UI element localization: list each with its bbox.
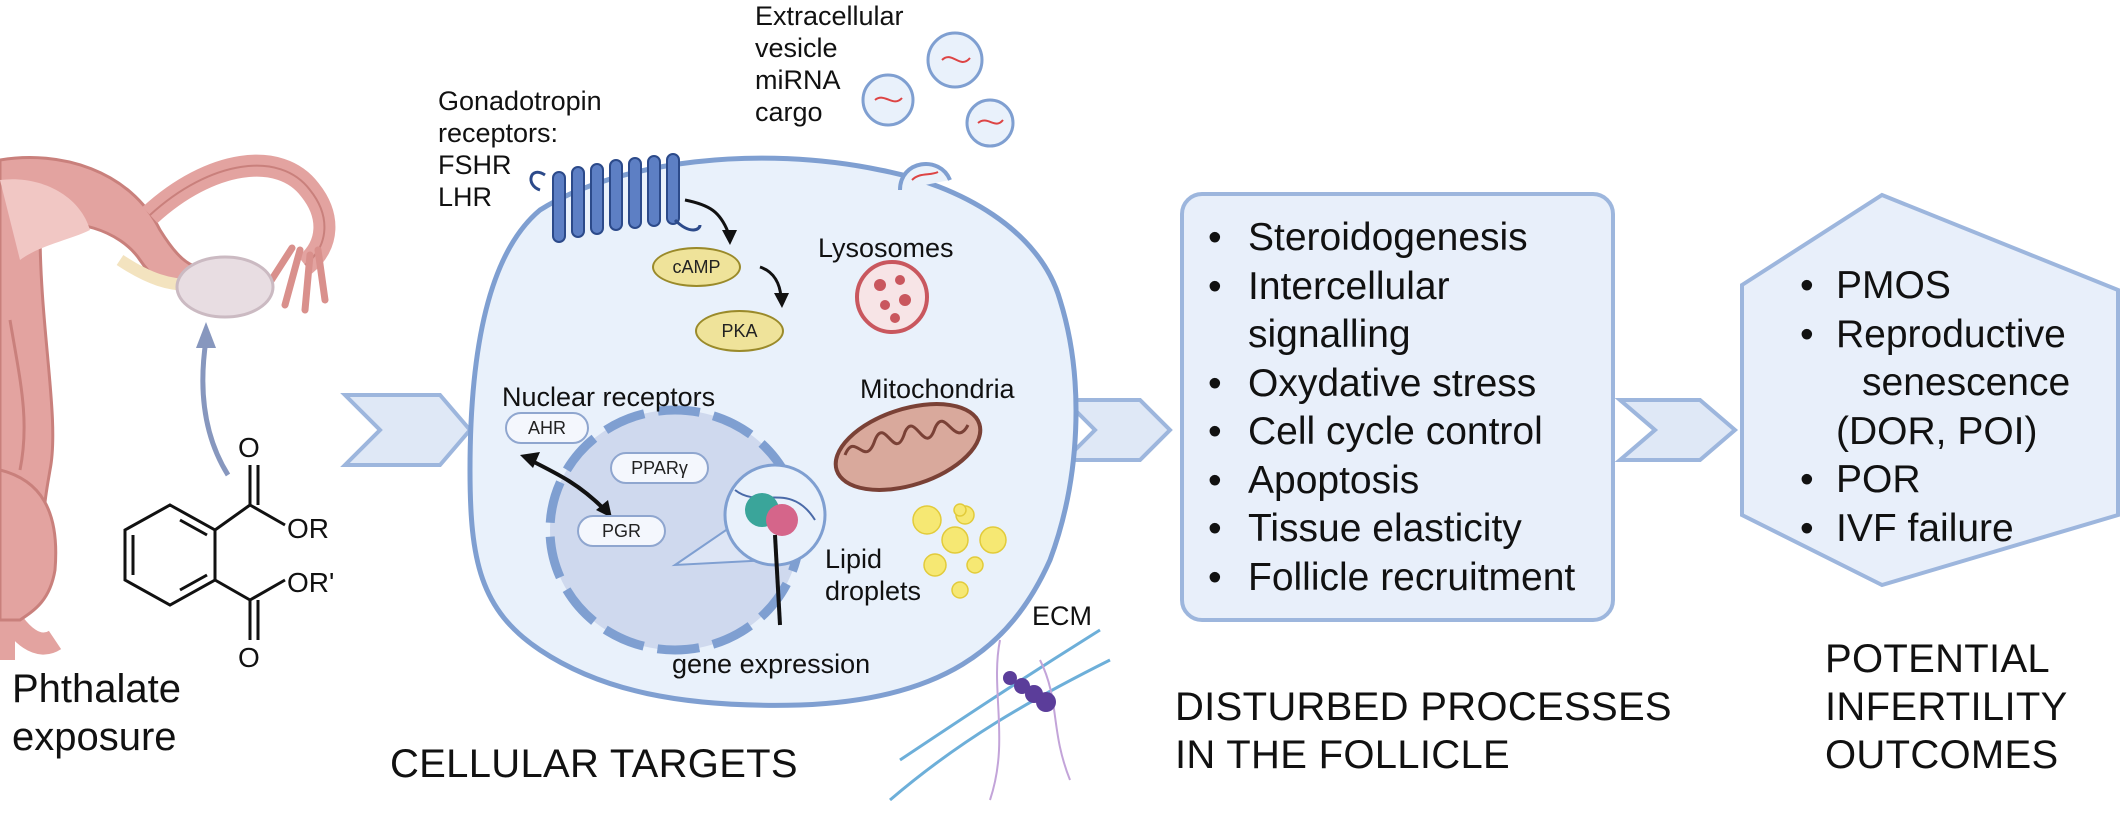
uterus-illustration — [0, 154, 336, 660]
process-item: Oxydative stress — [1198, 360, 1575, 409]
ecm-fibers — [889, 628, 1111, 802]
lipid-droplets — [912, 503, 1007, 599]
flow-arrow-2 — [1060, 398, 1173, 462]
mol-o-bottom: O — [238, 642, 260, 673]
ahr-pill: AHR — [505, 412, 589, 444]
process-item: Intercellular — [1198, 263, 1575, 312]
camp-node: cAMP — [652, 247, 741, 287]
mitochondria-label: Mitochondria — [860, 374, 1015, 404]
exposure-arrowhead — [196, 322, 216, 348]
ppar-pill: PPARγ — [610, 452, 709, 484]
mol-or-bottom: OR' — [287, 567, 335, 598]
exposure-arrow — [200, 339, 231, 477]
outcome-item: PMOS — [1790, 262, 2070, 311]
flow-arrow-1 — [340, 393, 473, 467]
process-item-continued: signalling — [1248, 313, 1411, 356]
gene-expression-label: gene expression — [672, 649, 871, 679]
ecm-chain — [1003, 671, 1056, 712]
lysosome — [855, 260, 929, 334]
process-item: Steroidogenesis — [1198, 214, 1575, 263]
pka-node: PKA — [695, 310, 784, 352]
processes-list: Steroidogenesis Intercellular signalling… — [1198, 214, 1575, 602]
ev-label: Extracellular vesicle miRNA cargo — [755, 1, 904, 127]
outcome-item-continued: senescence — [1862, 361, 2071, 404]
flow-arrow-3 — [1614, 398, 1739, 462]
outcome-item: POR — [1790, 456, 2070, 505]
outcome-item: IVF failure — [1790, 505, 2070, 554]
gonadotropin-label: Gonadotropin receptors: FSHR LHR — [438, 86, 602, 212]
outcomes-list: PMOS Reproductive senescence (DOR, POI) … — [1790, 262, 2070, 553]
receptor-arrow — [529, 458, 607, 512]
nuclear-receptors-label: Nuclear receptors — [502, 382, 716, 412]
gene-expression-pointer — [773, 534, 782, 626]
extracellular-vesicles — [861, 31, 1015, 148]
outcome-item: Reproductive — [1790, 311, 2070, 360]
gpcr-receptor — [552, 153, 680, 243]
pgr-pill: PGR — [577, 515, 666, 547]
process-item: Apoptosis — [1198, 457, 1575, 506]
process-item: Follicle recruitment — [1198, 554, 1575, 603]
lysosomes-label: Lysosomes — [818, 233, 954, 263]
processes-title: DISTURBED PROCESSES IN THE FOLLICLE — [1175, 685, 1672, 777]
lipid-droplets-label: Lipid droplets — [825, 544, 922, 606]
ev-budding — [898, 162, 952, 191]
outcomes-title: POTENTIAL INFERTILITY OUTCOMES — [1825, 637, 2068, 777]
process-item: Cell cycle control — [1198, 408, 1575, 457]
ovary — [175, 255, 275, 319]
exposure-label: Phthalate exposure — [12, 667, 182, 759]
processes-box: Steroidogenesis Intercellular signalling… — [1180, 192, 1615, 622]
outcome-item-continued: (DOR, POI) — [1836, 409, 2038, 453]
process-item: Tissue elasticity — [1198, 505, 1575, 554]
mol-o-top: O — [238, 432, 260, 463]
mol-or-top: OR — [287, 513, 329, 544]
ecm-label: ECM — [1032, 601, 1092, 631]
cellular-targets-title: CELLULAR TARGETS — [390, 742, 798, 786]
mitochondrion — [833, 402, 983, 492]
phthalate-molecule — [123, 465, 286, 640]
